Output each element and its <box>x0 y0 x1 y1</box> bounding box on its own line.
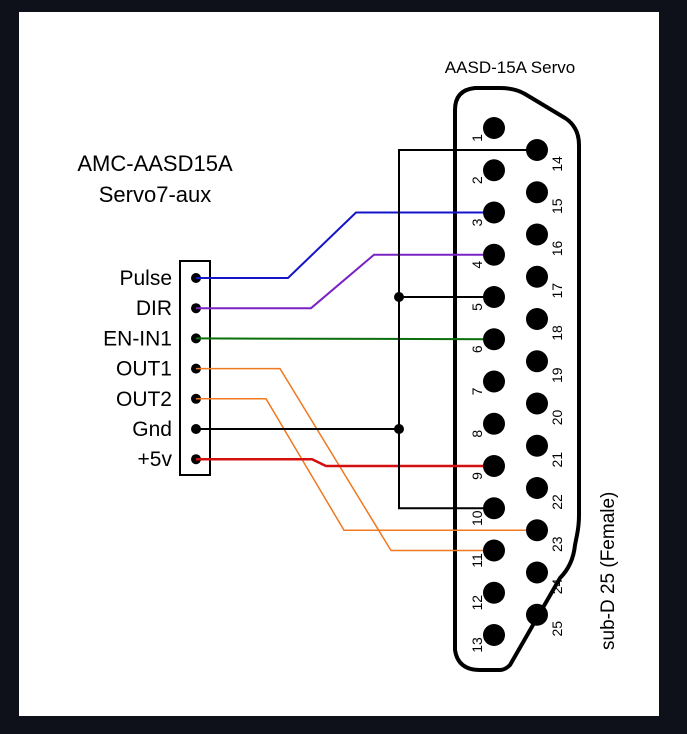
db25-pin-number: 8 <box>469 430 485 438</box>
db25-pin-number: 18 <box>549 325 565 341</box>
db25-pin-3 <box>483 201 505 224</box>
db25-pin-17 <box>526 265 548 288</box>
db25-pin-number: 7 <box>469 387 485 395</box>
db25-pin-number: 9 <box>469 472 485 480</box>
db25-pin-number: 19 <box>549 367 565 383</box>
db25-pin-number: 16 <box>549 241 565 257</box>
db25-pin-9 <box>483 455 505 477</box>
controller-title-line1: AMC-AASD15A <box>77 151 233 176</box>
db25-pin-25 <box>526 603 548 626</box>
signal-label-gnd: Gnd <box>132 418 172 441</box>
servo-title: AASD-15A Servo <box>445 58 575 77</box>
db25-pin-24 <box>526 561 548 584</box>
wire-5v <box>196 457 494 468</box>
db25-pin-number: 24 <box>549 579 565 595</box>
db25-pin-5 <box>483 286 505 308</box>
db25-pin-13 <box>483 624 505 646</box>
db25-pin-number: 22 <box>549 494 565 510</box>
db25-pin-number: 4 <box>469 261 485 269</box>
db25-pin-22 <box>526 477 548 499</box>
wire-out2 <box>196 398 537 531</box>
db25-pin-6 <box>483 328 505 351</box>
db25-pin-7 <box>483 370 505 393</box>
junction-dot-pin5 <box>394 292 404 302</box>
db25-pin-11 <box>483 539 505 562</box>
db25-pin-18 <box>526 308 548 330</box>
db25-pin-number: 5 <box>469 303 485 311</box>
db25-pin-10 <box>483 497 505 520</box>
wire-pulse <box>196 211 494 279</box>
db25-pin-number: 25 <box>549 621 565 637</box>
wire-en-in1 <box>195 337 495 341</box>
db25-pin-number: 1 <box>469 134 485 142</box>
db25-pin-23 <box>526 519 548 542</box>
db25-pin-21 <box>526 434 548 457</box>
junction-dot-gnd <box>394 424 404 434</box>
controller-title-line2: Servo7-aux <box>99 182 212 207</box>
signal-label-pulse: Pulse <box>119 267 172 290</box>
wire-out1 <box>196 367 494 552</box>
db25-pin-15 <box>526 181 548 204</box>
db25-pin-2 <box>483 159 505 182</box>
db25-pin-number: 17 <box>549 283 565 299</box>
db25-pin-number: 6 <box>469 345 485 353</box>
signal-label-out2: OUT2 <box>116 388 172 411</box>
db25-pin-number: 11 <box>469 553 485 568</box>
db25-pin-8 <box>483 412 505 435</box>
db25-pin-4 <box>483 243 505 266</box>
signal-label-dir: DIR <box>136 297 172 320</box>
db25-pin-number: 3 <box>469 218 485 226</box>
db25-pin-16 <box>526 223 548 246</box>
db25-pin-12 <box>483 581 505 604</box>
signal-label-en-in1: EN-IN1 <box>103 327 172 350</box>
db25-pin-number: 14 <box>549 156 565 172</box>
db25-pin-14 <box>526 139 548 161</box>
db25-connector-shell <box>453 86 581 672</box>
diagram-panel <box>19 12 659 716</box>
db25-pin-number: 21 <box>549 452 565 468</box>
db25-pin-number: 12 <box>469 595 485 611</box>
db25-pin-number: 2 <box>469 176 485 184</box>
db25-pin-number: 10 <box>469 510 485 526</box>
wire-dir <box>196 253 494 310</box>
db25-pin-20 <box>526 392 548 415</box>
db25-pin-number: 13 <box>469 637 485 653</box>
db25-pin-19 <box>526 350 548 373</box>
db25-pin-number: 20 <box>549 410 565 426</box>
connector-type-label: sub-D 25 (Female) <box>598 492 619 650</box>
ground-bus <box>398 149 537 510</box>
signal-label-out1: OUT1 <box>116 358 172 381</box>
db25-pin-number: 23 <box>549 536 565 552</box>
db25-pin-1 <box>483 117 505 139</box>
signal-label--5v: +5v <box>138 448 173 471</box>
db25-pin-number: 15 <box>549 198 565 214</box>
